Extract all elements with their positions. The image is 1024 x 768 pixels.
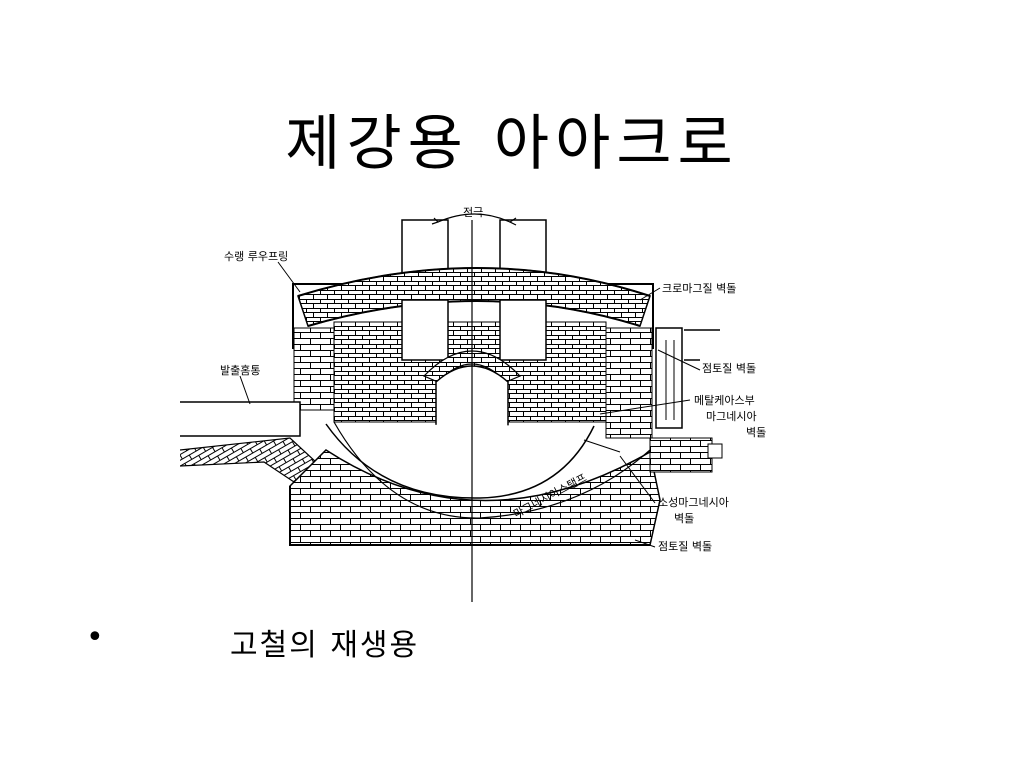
label-fireclay-lower: 점토질 벽돌	[658, 540, 712, 553]
label-roof-ring: 수랭 루우프링	[224, 250, 288, 263]
left-upper-wall	[293, 327, 335, 411]
label-fireclay-upper: 점토질 벽돌	[702, 362, 756, 375]
label-fired-magnesia-1: 소성마그네시아	[658, 496, 729, 509]
tap-spout	[180, 401, 332, 487]
slide-title: 제강용 아아크로	[285, 109, 739, 179]
door-arch	[422, 350, 522, 383]
label-metalcase-2: 마그네시아	[706, 410, 757, 423]
label-chrome-magnesia: 크로마그질 벽돌	[662, 282, 736, 295]
bullet-text: 고철의 재생용	[230, 628, 420, 663]
label-metalcase-1: 메탈케아스부	[694, 394, 755, 407]
arc-furnace-diagram: 전극	[180, 206, 766, 602]
label-metalcase-3: 벽돌	[746, 426, 766, 439]
label-tap-spout: 발출홈통	[220, 363, 260, 377]
right-upper-wall	[605, 327, 653, 439]
label-electrode: 전극	[463, 206, 483, 219]
right-lower-wall	[649, 437, 713, 473]
label-fired-magnesia-2: 벽돌	[674, 512, 694, 525]
metal-case	[655, 327, 723, 459]
bullet-symbol: •	[86, 620, 104, 655]
